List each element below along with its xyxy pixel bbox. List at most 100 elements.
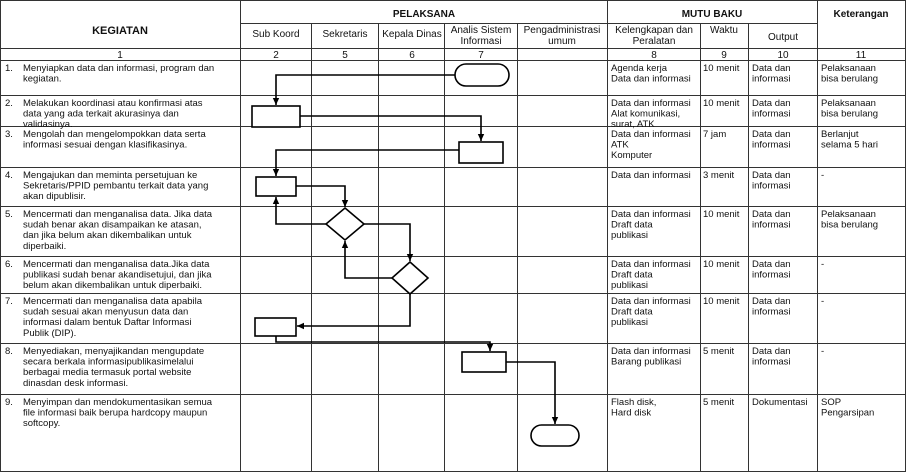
- row-number: 7.: [5, 296, 13, 307]
- kelengkapan-text-line: Hard disk: [611, 408, 651, 419]
- process-box-step4: [255, 176, 297, 197]
- kelengkapan-text-line: Data dan informasi: [611, 170, 691, 181]
- row-number: 8.: [5, 346, 13, 357]
- kelengkapan-text-line: Data dan informasi: [611, 209, 691, 220]
- connector-8-to-end: [506, 361, 559, 424]
- header-analis-line2: Informasi: [460, 36, 501, 47]
- header-sub-koord: Sub Koord: [252, 29, 299, 40]
- connector-7-to-8: [275, 336, 494, 351]
- waktu-value: 10 menit: [703, 209, 740, 220]
- kelengkapan-text-line: Data dan informasi: [611, 129, 691, 140]
- activity-text-line: akan dipublisir.: [23, 191, 86, 202]
- kelengkapan-text-line: publikasi: [611, 280, 648, 291]
- output-text-line: Data dan: [752, 346, 791, 357]
- header-pengadministrasi-line1: Pengadministrasi: [524, 25, 601, 36]
- kelengkapan-text-line: publikasi: [611, 317, 648, 328]
- header-sekretaris: Sekretaris: [322, 29, 367, 40]
- header-kepala-dinas: Kepala Dinas: [382, 29, 441, 40]
- row-number: 9.: [5, 397, 13, 408]
- activity-text-line: diperbaiki.: [23, 241, 66, 252]
- activity-text-line: sudah sesuai akan menyusun data dan: [23, 307, 188, 318]
- connector-5-return: [272, 197, 326, 225]
- keterangan-text-line: Pelaksanaan: [821, 98, 876, 109]
- output-text-line: Data dan: [752, 259, 791, 270]
- kelengkapan-text-line: Data dan informasi: [611, 98, 691, 109]
- row-number: 6.: [5, 259, 13, 270]
- table-body: 1.Menyiapkan data dan informasi, program…: [5, 63, 878, 429]
- activity-text-line: Mengajukan dan meminta persetujuan ke: [23, 170, 197, 181]
- column-number: 11: [856, 50, 867, 61]
- output-text-line: Data dan: [752, 296, 791, 307]
- connector-4-to-5: [296, 185, 349, 207]
- activity-text-line: Mencermati dan menganalisa data.Jika dat…: [23, 259, 210, 270]
- activity-text-line: belum akan dikembalikan untuk diperbaiki…: [23, 280, 202, 291]
- kelengkapan-text-line: publikasi: [611, 230, 648, 241]
- output-text-line: informasi: [752, 140, 791, 151]
- process-box-step3: [458, 141, 504, 164]
- output-text-line: Data dan: [752, 209, 791, 220]
- activity-text-line: sudah benar akan disampaikan ke atasan,: [23, 220, 202, 231]
- connector-3-to-4: [272, 149, 459, 176]
- activity-text-line: Menyiapkan data dan informasi, program d…: [23, 63, 214, 74]
- activity-text-line: file informasi baik berupa hardcopy maup…: [23, 408, 207, 419]
- header-kegiatan: KEGIATAN: [92, 25, 148, 37]
- kelengkapan-text-line: ATK: [611, 140, 629, 151]
- output-text-line: informasi: [752, 220, 791, 231]
- keterangan-text-line: bisa berulang: [821, 109, 878, 120]
- header-keterangan: Keterangan: [833, 9, 888, 20]
- row-number: 4.: [5, 170, 13, 181]
- connector-5-to-6: [364, 223, 414, 261]
- activity-text-line: Menyimpan dan mendokumentasikan semua: [23, 397, 213, 408]
- header-kelengkapan-line2: Peralatan: [633, 36, 676, 47]
- activity-text-line: Mengolah dan mengelompokkan data serta: [23, 129, 206, 140]
- column-number: 1: [117, 50, 123, 61]
- activity-text-line: informasi dalam bentuk Daftar Informasi: [23, 317, 191, 328]
- activity-text-line: Publik (DIP).: [23, 328, 76, 339]
- waktu-value: 7 jam: [703, 129, 726, 140]
- connector-2-to-3: [300, 115, 485, 141]
- keterangan-text-line: bisa berulang: [821, 220, 878, 231]
- waktu-value: 10 menit: [703, 259, 740, 270]
- activity-text-line: Melakukan koordinasi atau konfirmasi ata…: [23, 98, 203, 109]
- activity-text-line: Mencermati dan menganalisa data apabila: [23, 296, 203, 307]
- keterangan-text-line: selama 5 hari: [821, 140, 878, 151]
- start-terminator: [454, 63, 510, 87]
- decision-diamond-step5: [324, 206, 366, 242]
- row-number: 5.: [5, 209, 13, 220]
- kelengkapan-text-line: Alat komunikasi,: [611, 109, 680, 120]
- column-number: 6: [409, 50, 415, 61]
- keterangan-text-line: Pelaksanaan: [821, 209, 876, 220]
- keterangan-text-line: -: [821, 346, 824, 357]
- kelengkapan-text-line: Draft data: [611, 307, 653, 318]
- output-text-line: informasi: [752, 109, 791, 120]
- waktu-value: 10 menit: [703, 296, 740, 307]
- connector-1-to-2: [272, 74, 455, 105]
- column-number: 9: [721, 50, 727, 61]
- process-box-step2: [251, 105, 301, 128]
- column-number: 5: [342, 50, 348, 61]
- activity-text-line: kegiatan.: [23, 74, 62, 85]
- activity-text-line: Menyediakan, menyajikandan mengupdate: [23, 346, 204, 357]
- column-number: 7: [478, 50, 484, 61]
- activity-text-line: secara berkala informasipublikasimelalui: [23, 357, 194, 368]
- output-text-line: informasi: [752, 270, 791, 281]
- keterangan-text-line: SOP: [821, 397, 841, 408]
- activity-text-line: softcopy.: [23, 418, 60, 429]
- waktu-value: 5 menit: [703, 397, 735, 408]
- kelengkapan-text-line: surat, ATK: [611, 119, 655, 130]
- activity-text-line: informasi sesuai dengan klasifikasinya.: [23, 140, 187, 151]
- column-number: 2: [273, 50, 279, 61]
- end-terminator: [530, 424, 580, 447]
- waktu-value: 10 menit: [703, 63, 740, 74]
- output-text-line: informasi: [752, 357, 791, 368]
- output-text-line: Data dan: [752, 170, 791, 181]
- header-output: Output: [768, 32, 798, 43]
- connector-6-to-7: [297, 294, 411, 330]
- keterangan-text-line: -: [821, 170, 824, 181]
- kelengkapan-text-line: Barang publikasi: [611, 357, 681, 368]
- kelengkapan-text-line: Data dan informasi: [611, 259, 691, 270]
- process-box-step7: [254, 317, 297, 337]
- kelengkapan-text-line: Flash disk,: [611, 397, 656, 408]
- decision-diamond-step6: [390, 260, 430, 296]
